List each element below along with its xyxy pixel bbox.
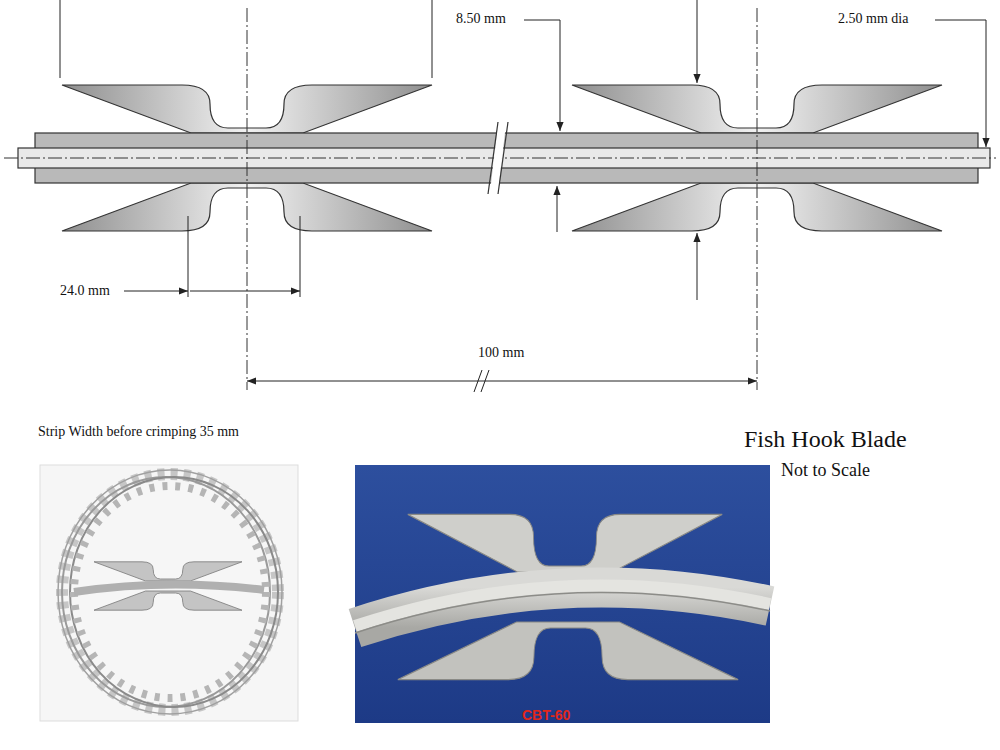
note-text: Not to Scale [781, 460, 870, 481]
coil-ring [58, 470, 282, 714]
coil-ring [62, 477, 270, 707]
coil-strip [74, 584, 264, 592]
dimension-line [190, 291, 300, 292]
coil-picture [40, 465, 298, 721]
blade-centre-line [757, 8, 758, 390]
extension-line [60, 0, 61, 78]
dimension-label: 8.50 mm [456, 11, 506, 27]
photo-wire [355, 585, 770, 626]
dimension-line [124, 291, 188, 292]
coil-ring [70, 477, 278, 707]
coil-blade [94, 562, 242, 581]
break-mark [488, 122, 498, 194]
dimensions [60, 0, 986, 392]
dimension-line [247, 381, 757, 382]
picture-frame [40, 465, 298, 721]
break-mark [474, 370, 482, 392]
break-mark [481, 370, 489, 392]
blade-photo [355, 465, 770, 723]
photo-ground [355, 465, 770, 723]
leader-line [557, 186, 558, 232]
coil-ring [74, 486, 266, 698]
photo-blade [408, 514, 723, 572]
extension-line [432, 0, 433, 78]
product-code: CBT-60 [522, 707, 570, 723]
photo-wire-edge [355, 592, 770, 633]
leader-line [524, 20, 560, 131]
extension-line [188, 216, 189, 297]
dimension-label: 24.0 mm [60, 283, 110, 299]
extension-line [300, 216, 301, 297]
title: Fish Hook Blade [744, 426, 907, 454]
leader-line [697, 0, 698, 83]
break-mark [498, 122, 508, 194]
leader-line [935, 20, 986, 147]
coil-ring [62, 474, 278, 710]
blade-centre-line [247, 8, 248, 390]
photo-blade [398, 622, 738, 680]
leader-line [697, 233, 698, 300]
dimension-label: 100 mm [478, 345, 524, 361]
note-text: Strip Width before crimping 35 mm [38, 424, 239, 440]
dimension-label: 2.50 mm dia [838, 11, 908, 27]
coil-blade [94, 591, 242, 610]
